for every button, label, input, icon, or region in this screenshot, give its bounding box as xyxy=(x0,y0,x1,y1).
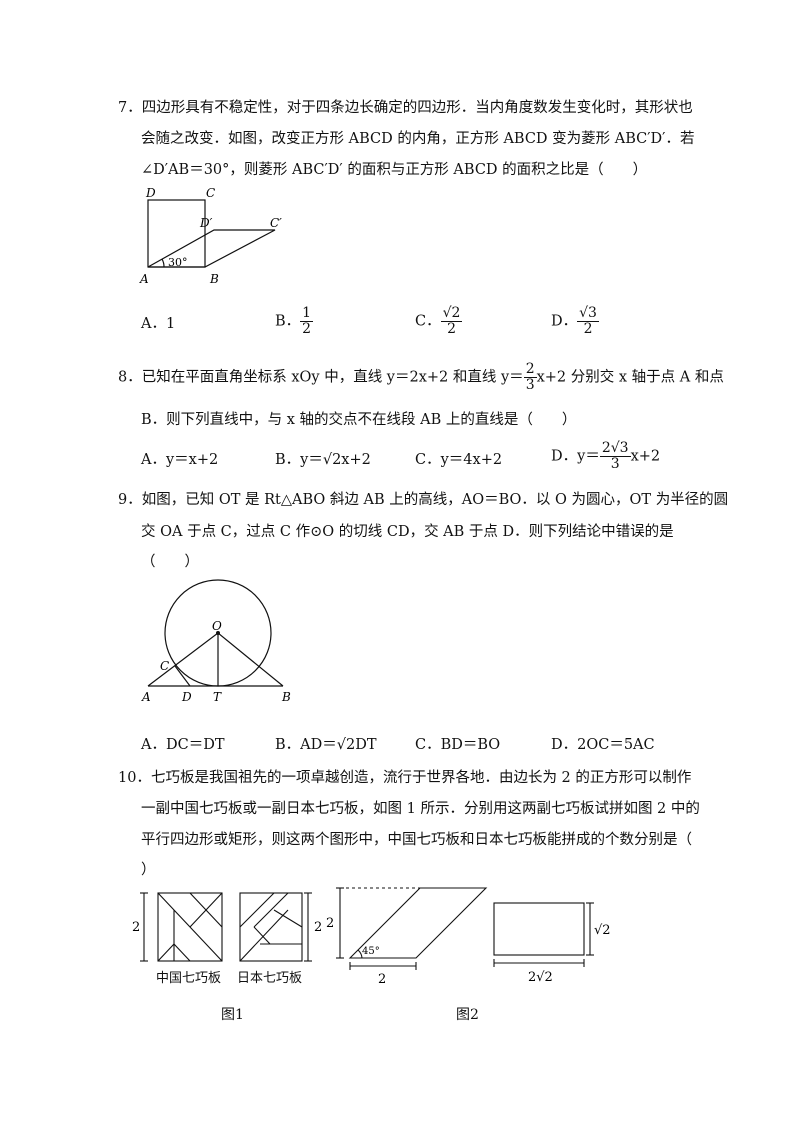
tangram-line xyxy=(253,892,289,928)
q8-option-b[interactable]: B．y＝√2x+2 xyxy=(275,452,371,468)
frac-den: 2 xyxy=(583,321,593,337)
label-b: B xyxy=(209,272,219,286)
label-side-japanese: 2 xyxy=(314,920,322,935)
frac-num: √3 xyxy=(577,305,599,322)
label-rect-width: 2√2 xyxy=(528,970,553,985)
q10-line-2: 一副中国七巧板或一副日本七巧板，如图 1 所示．分别用这两副七巧板试拼如图 2 … xyxy=(141,801,700,817)
label-angle-30: 30° xyxy=(168,256,188,269)
option-d-suffix: x+2 xyxy=(630,448,661,465)
option-b-prefix: B． xyxy=(275,313,301,330)
label-b: B xyxy=(281,690,291,704)
frac-num: 1 xyxy=(300,305,314,322)
q10-figures-tangram: 2 2 2 45° 2 √2 2√2 xyxy=(132,887,611,987)
tangent-cd xyxy=(174,665,191,687)
caption-figure-2: 图2 xyxy=(456,1007,479,1023)
q7-option-a[interactable]: A．1 xyxy=(141,316,176,332)
caption-figure-1: 图1 xyxy=(221,1007,244,1023)
q7-line-3: ∠D′AB＝30°，则菱形 ABC′D′ 的面积与正方形 ABCD 的面积之比是… xyxy=(141,162,648,178)
q8-option-c[interactable]: C．y＝4x+2 xyxy=(415,452,503,468)
label-a: A xyxy=(139,272,149,286)
label-t: T xyxy=(213,690,222,704)
tangram-line xyxy=(273,909,303,928)
rhombus-abc2d2 xyxy=(147,229,276,268)
label-para-angle: 45° xyxy=(362,946,380,957)
frac-num: 2 xyxy=(523,361,537,378)
q10-line-4: ） xyxy=(141,862,156,878)
rectangle xyxy=(493,902,585,956)
q9-option-d[interactable]: D．2OC＝5AC xyxy=(551,737,655,753)
angle-arc xyxy=(357,949,363,959)
label-o: O xyxy=(212,619,222,633)
label-para-height: 2 xyxy=(326,916,334,931)
q10-line-3: 平行四边形或矩形，则这两个图形中，中国七巧板和日本七巧板能拼成的个数分别是（ xyxy=(141,832,692,848)
q7-figure-square-rhombus: D C D′ C′ A B 30° xyxy=(139,186,282,286)
frac-num: 2√3 xyxy=(599,440,631,457)
frac-num: √2 xyxy=(440,305,463,322)
q8-option-a[interactable]: A．y＝x+2 xyxy=(141,452,219,468)
q9-line-2: 交 OA 于点 C，过点 C 作⊙O 的切线 CD，交 AB 于点 D．则下列结… xyxy=(141,524,674,540)
frac-den: 2 xyxy=(447,321,456,337)
q8-line-2: B．则下列直线中，与 x 轴的交点不在线段 AB 上的直线是（ ） xyxy=(141,412,577,428)
q10-line-1: 10．七巧板是我国祖先的一项卓越创造，流行于世界各地．由边长为 2 的正方形可以… xyxy=(118,770,692,786)
q9-option-a[interactable]: A．DC＝DT xyxy=(141,737,225,753)
label-a: A xyxy=(141,690,151,704)
q9-option-b[interactable]: B．AD＝√2DT xyxy=(275,737,377,753)
label-para-width: 2 xyxy=(378,972,386,987)
option-d-prefix: D．y＝ xyxy=(551,448,600,465)
tangram-line xyxy=(253,926,271,945)
caption-japanese-tangram: 日本七巧板 xyxy=(237,971,303,986)
q8-line-1-end: x+2 分别交 x 轴于点 A 和点 xyxy=(536,369,724,386)
frac-den: 2 xyxy=(302,321,312,337)
tangram-line xyxy=(239,909,289,962)
label-rect-height: √2 xyxy=(594,923,611,938)
label-c-prime: C′ xyxy=(270,216,282,230)
segment-bo xyxy=(217,632,284,687)
angle-arc xyxy=(161,258,165,268)
q9-option-c[interactable]: C．BD＝BO xyxy=(415,737,501,753)
tangram-line xyxy=(239,892,275,928)
label-side-chinese: 2 xyxy=(132,920,140,935)
option-c-prefix: C． xyxy=(415,313,441,330)
label-d: D xyxy=(145,186,156,200)
center-dot xyxy=(216,631,220,635)
caption-chinese-tangram: 中国七巧板 xyxy=(156,971,222,986)
label-d: D xyxy=(181,690,192,704)
label-c: C xyxy=(206,186,215,200)
q7-line-2: 会随之改变．如图，改变正方形 ABCD 的内角，正方形 ABCD 变为菱形 AB… xyxy=(141,131,695,147)
q7-line-1: 7．四边形具有不稳定性，对于四条边长确定的四边形．当内角度数发生变化时，其形状也 xyxy=(118,100,693,116)
tangram-line xyxy=(189,892,223,928)
option-d-prefix: D． xyxy=(551,313,578,330)
label-c: C xyxy=(160,659,169,673)
q8-line-1-start: 8．已知在平面直角坐标系 xOy 中，直线 y＝2x+2 和直线 y＝ xyxy=(118,369,524,386)
frac-den: 3 xyxy=(610,456,620,472)
label-d-prime: D′ xyxy=(199,216,213,230)
parallelogram xyxy=(348,887,488,959)
q9-line-3: （ ） xyxy=(141,554,199,570)
segment-ao xyxy=(147,632,219,687)
frac-den: 3 xyxy=(525,377,535,393)
q9-figure-circle-triangle: O C A D T B xyxy=(141,579,291,704)
tangram-line xyxy=(173,943,191,962)
q9-line-1: 9．如图，已知 OT 是 Rt△ABO 斜边 AB 上的高线，AO＝BO．以 O… xyxy=(118,492,729,508)
tangram-line xyxy=(157,943,175,962)
